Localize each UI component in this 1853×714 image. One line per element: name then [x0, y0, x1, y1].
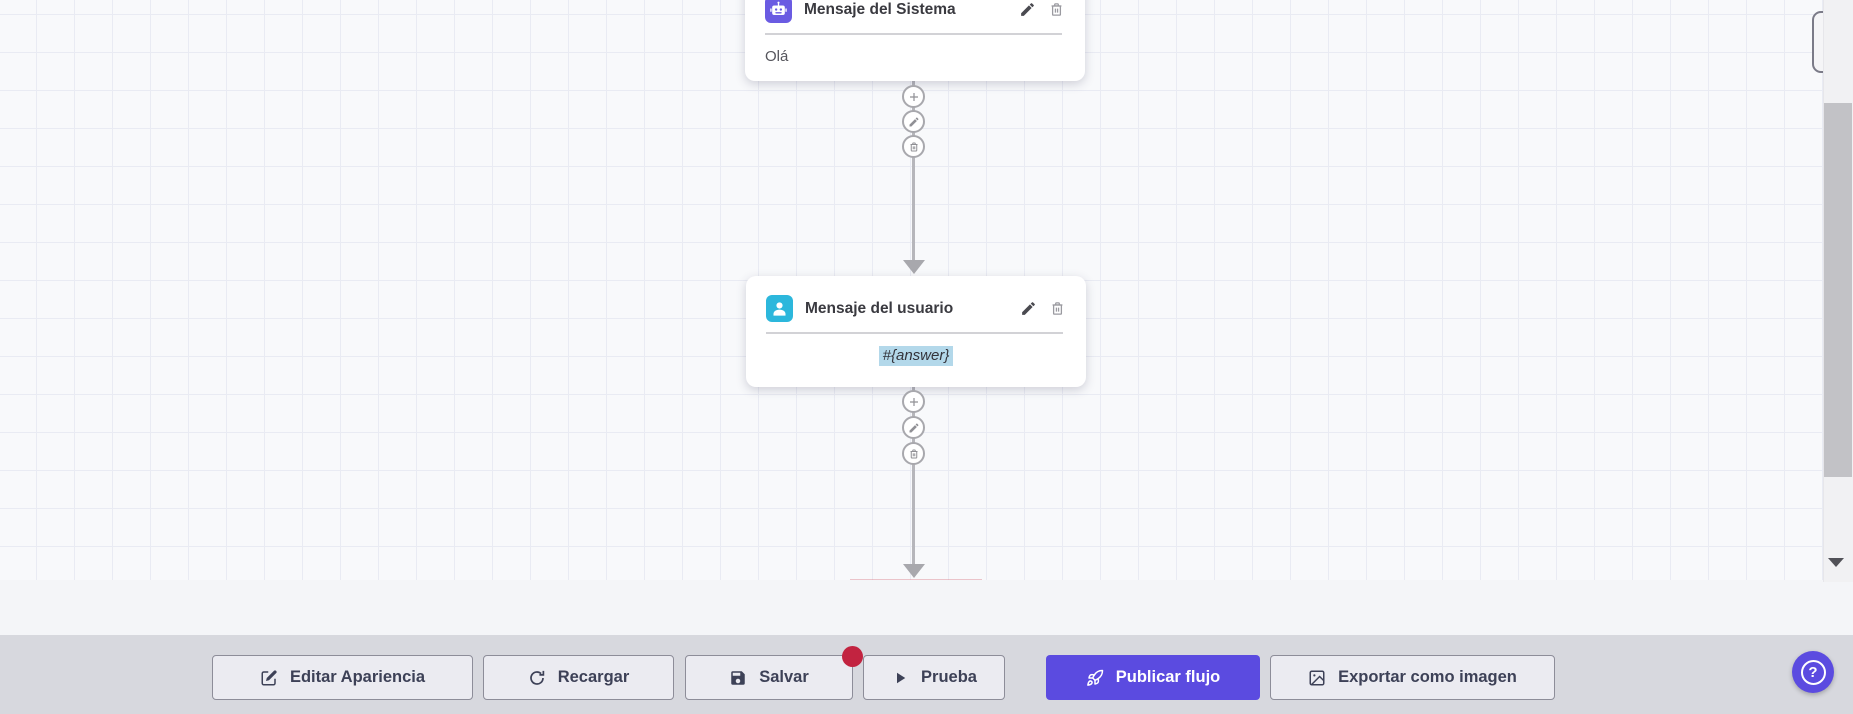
node-header: Mensaje del usuario — [766, 295, 1066, 322]
node-divider — [766, 332, 1063, 334]
node-user-message[interactable]: Mensaje del usuario #{answer} — [746, 276, 1086, 387]
delete-connection-button[interactable] — [902, 135, 925, 158]
connection-line — [912, 81, 915, 261]
help-label: ? — [1808, 663, 1818, 681]
question-mark-icon: ? — [1800, 659, 1826, 685]
node-body-text: #{answer} — [766, 346, 1066, 366]
node-divider — [765, 33, 1062, 35]
test-button[interactable]: Prueba — [863, 655, 1005, 700]
robot-icon — [765, 0, 792, 23]
image-icon — [1309, 670, 1325, 685]
export-image-button[interactable]: Exportar como imagen — [1270, 655, 1555, 700]
edit-square-icon — [261, 669, 277, 685]
trash-icon — [1052, 302, 1062, 315]
play-icon — [897, 672, 906, 683]
button-label: Publicar flujo — [1115, 668, 1221, 686]
pencil-icon — [1021, 302, 1035, 315]
unsaved-changes-badge — [842, 646, 863, 667]
pencil-icon — [1020, 3, 1034, 16]
edit-connection-button[interactable] — [902, 110, 925, 133]
connection-arrowhead — [903, 564, 925, 578]
vertical-scrollbar-thumb[interactable] — [1824, 103, 1852, 477]
publish-flow-button[interactable]: Publicar flujo — [1046, 655, 1260, 700]
trash-icon — [910, 142, 917, 151]
edit-appearance-button[interactable]: Editar Apariencia — [212, 655, 473, 700]
canvas-footer-band — [0, 580, 1853, 635]
trash-icon — [910, 449, 917, 458]
pencil-icon — [909, 116, 919, 126]
connection-arrowhead — [903, 260, 925, 274]
edit-connection-button[interactable] — [902, 416, 925, 439]
help-button[interactable]: ? — [1792, 651, 1834, 693]
pencil-icon — [909, 422, 919, 432]
add-node-button[interactable] — [902, 390, 925, 413]
rocket-icon — [1086, 669, 1103, 686]
refresh-icon — [529, 670, 544, 685]
button-label: Salvar — [759, 668, 809, 686]
scroll-down-arrow-icon[interactable] — [1828, 558, 1844, 567]
node-title: Mensaje del usuario — [805, 299, 954, 317]
delete-connection-button[interactable] — [902, 442, 925, 465]
edit-node-button[interactable] — [1019, 300, 1037, 318]
delete-node-button[interactable] — [1048, 300, 1066, 318]
button-label: Editar Apariencia — [289, 668, 426, 686]
plus-icon — [909, 397, 918, 406]
save-icon — [731, 670, 745, 685]
node-title: Mensaje del Sistema — [804, 0, 956, 18]
button-label: Exportar como imagen — [1338, 668, 1517, 686]
trash-icon — [1051, 3, 1061, 16]
add-node-button[interactable] — [902, 85, 925, 108]
plus-icon — [909, 92, 918, 101]
node-header: Mensaje del Sistema — [765, 0, 1065, 23]
variable-chip[interactable]: #{answer} — [878, 346, 954, 366]
node-body-text: Olá — [765, 48, 789, 65]
node-system-message[interactable]: Mensaje del Sistema Olá — [745, 0, 1085, 81]
button-label: Prueba — [921, 668, 977, 686]
delete-node-button[interactable] — [1047, 1, 1065, 19]
save-button[interactable]: Salvar — [685, 655, 853, 700]
edit-node-button[interactable] — [1018, 1, 1036, 19]
connection-line — [912, 387, 915, 564]
reload-button[interactable]: Recargar — [483, 655, 674, 700]
button-label: Recargar — [557, 668, 630, 686]
user-icon — [766, 295, 793, 322]
